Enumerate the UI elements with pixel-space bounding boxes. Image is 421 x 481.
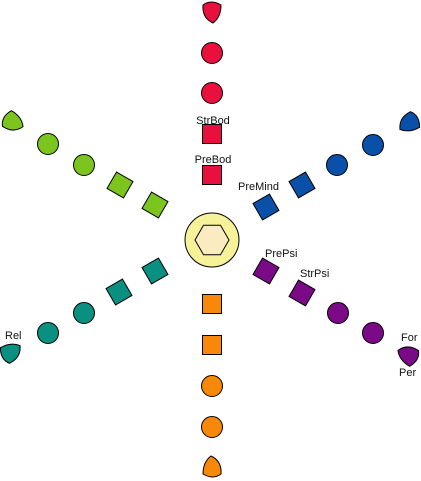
rel-branch-square-node-2[interactable]	[105, 278, 133, 306]
body-branch-circle-node-3[interactable]	[201, 82, 223, 104]
green-branch-circle-node-3[interactable]	[73, 154, 95, 176]
orange-branch-leaf-node-5[interactable]	[202, 455, 222, 478]
mind-label-pre: PreMind	[238, 181, 279, 193]
body-branch-square-node-5[interactable]	[202, 165, 222, 185]
rel-branch-circle-node-3[interactable]	[73, 302, 95, 324]
body-branch-circle-node-2[interactable]	[201, 42, 223, 64]
green-branch-square-node-1[interactable]	[141, 191, 169, 219]
psi-label-pre: PrePsi	[265, 248, 297, 260]
rel-label-end1: Rel	[5, 330, 22, 342]
psi-label-str: StrPsi	[300, 268, 329, 280]
mind-branch-square-node-2[interactable]	[288, 171, 316, 199]
rel-branch-square-node-1[interactable]	[141, 257, 169, 285]
center-hub[interactable]	[184, 212, 240, 268]
psi-label-end2: Per	[399, 367, 416, 379]
psi-branch-circle-node-4[interactable]	[362, 322, 384, 344]
psi-label-end1: For	[401, 332, 418, 344]
rel-branch-leaf-node-5[interactable]	[0, 339, 25, 365]
orange-branch-circle-node-4[interactable]	[201, 416, 223, 438]
orange-branch-square-node-1[interactable]	[202, 294, 222, 314]
green-branch-leaf-node-5[interactable]	[0, 109, 27, 135]
center-hexagon-icon	[194, 224, 230, 256]
orange-branch-square-node-2[interactable]	[202, 335, 222, 355]
rel-branch-circle-node-4[interactable]	[37, 322, 59, 344]
mind-branch-square-node-1[interactable]	[252, 193, 280, 221]
psi-branch-leaf-node-5[interactable]	[394, 342, 421, 368]
body-branch-square-node-4[interactable]	[202, 124, 222, 144]
orange-branch-circle-node-3[interactable]	[201, 375, 223, 397]
mind-branch-circle-node-3[interactable]	[326, 154, 348, 176]
mind-branch-circle-node-4[interactable]	[362, 134, 384, 156]
body-label-pre: PreBod	[195, 154, 232, 166]
psi-branch-circle-node-3[interactable]	[327, 302, 349, 324]
mind-branch-leaf-node-5[interactable]	[395, 110, 421, 136]
body-branch-leaf-node-1[interactable]	[202, 1, 222, 24]
psi-branch-square-node-1[interactable]	[252, 257, 280, 285]
green-branch-square-node-2[interactable]	[106, 171, 134, 199]
green-branch-circle-node-4[interactable]	[37, 133, 59, 155]
psi-branch-square-node-2[interactable]	[288, 279, 316, 307]
body-label-str: StrBod	[196, 115, 230, 127]
